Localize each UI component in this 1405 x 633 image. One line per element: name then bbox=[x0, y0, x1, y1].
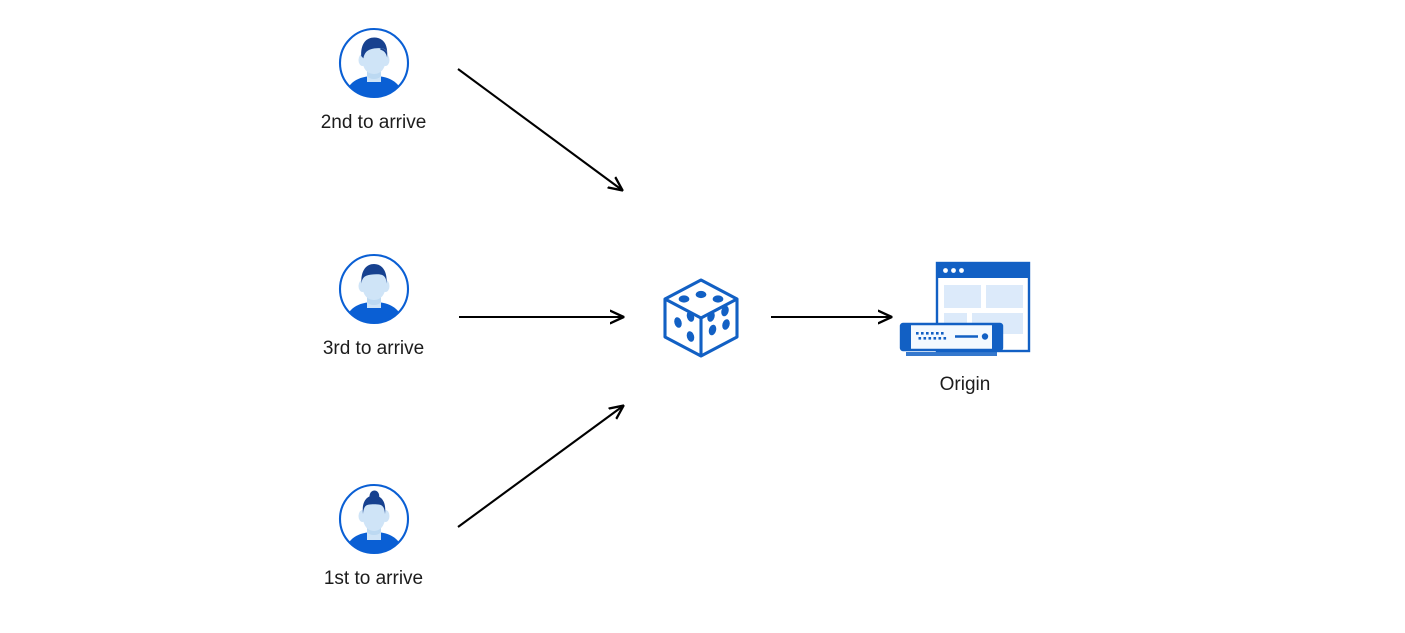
node-randomizer bbox=[655, 272, 747, 364]
node-label-person-2nd: 2nd to arrive bbox=[320, 112, 427, 133]
user-avatar-icon bbox=[337, 482, 411, 556]
origin-server-icon bbox=[895, 258, 1035, 358]
router-device-icon bbox=[899, 322, 1004, 356]
node-person-2nd: 2nd to arrive bbox=[316, 26, 431, 135]
node-person-3rd: 3rd to arrive bbox=[316, 252, 431, 361]
edge-2nd-to-dice bbox=[457, 68, 622, 190]
node-label-person-3rd: 3rd to arrive bbox=[322, 338, 425, 359]
node-person-1st: 1st to arrive bbox=[316, 482, 431, 591]
node-label-origin: Origin bbox=[939, 374, 991, 395]
edge-1st-to-dice bbox=[457, 406, 623, 528]
node-label-person-1st: 1st to arrive bbox=[323, 568, 424, 589]
dice-icon bbox=[655, 272, 747, 364]
user-avatar-icon bbox=[337, 252, 411, 326]
user-avatar-icon bbox=[337, 26, 411, 100]
node-origin: Origin bbox=[895, 258, 1035, 397]
